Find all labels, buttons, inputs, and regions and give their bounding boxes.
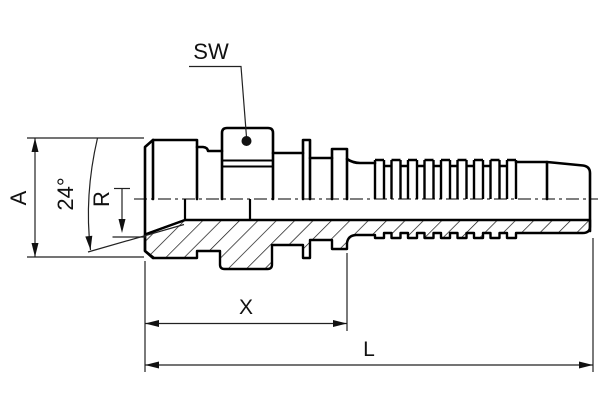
tail-shaft-end xyxy=(514,160,549,201)
arrow-l-left xyxy=(145,361,159,369)
arrow-x-right xyxy=(333,320,347,327)
barb-ridge-caps xyxy=(375,158,516,168)
tail-shaft xyxy=(345,157,377,165)
barb-ridge-edges xyxy=(373,160,518,199)
label-sw: SW xyxy=(193,39,229,64)
label-a: A xyxy=(6,190,31,205)
sw-leader-line xyxy=(189,65,248,138)
label-l: L xyxy=(363,338,375,361)
sw-leader-dot xyxy=(241,136,252,146)
dimension-lines xyxy=(27,65,594,372)
hose-stop-collar xyxy=(330,147,349,201)
arrow-x-left xyxy=(145,320,159,327)
label-r: R xyxy=(89,191,114,207)
fitting-outline xyxy=(143,126,592,260)
tail-sleeve xyxy=(545,160,592,233)
hex-profile xyxy=(220,126,275,201)
label-24deg: 24° xyxy=(53,177,78,210)
hex-facet-lines xyxy=(222,159,273,168)
arrow-a-down xyxy=(31,243,39,257)
thread-face-edge xyxy=(143,138,155,260)
cone-24deg-edge xyxy=(144,219,186,236)
thread-top-profile xyxy=(151,138,224,153)
arrow-r-down xyxy=(118,219,126,233)
cone-extension-line xyxy=(87,223,185,253)
arrow-24deg xyxy=(85,235,93,250)
label-x: X xyxy=(239,296,253,319)
arrow-l-right xyxy=(579,361,593,369)
dimension-arrows xyxy=(31,136,593,369)
section-hatch-region xyxy=(143,218,592,271)
thin-collar xyxy=(301,138,312,201)
bore-step-edges xyxy=(183,199,252,220)
arrow-a-up xyxy=(31,138,39,152)
